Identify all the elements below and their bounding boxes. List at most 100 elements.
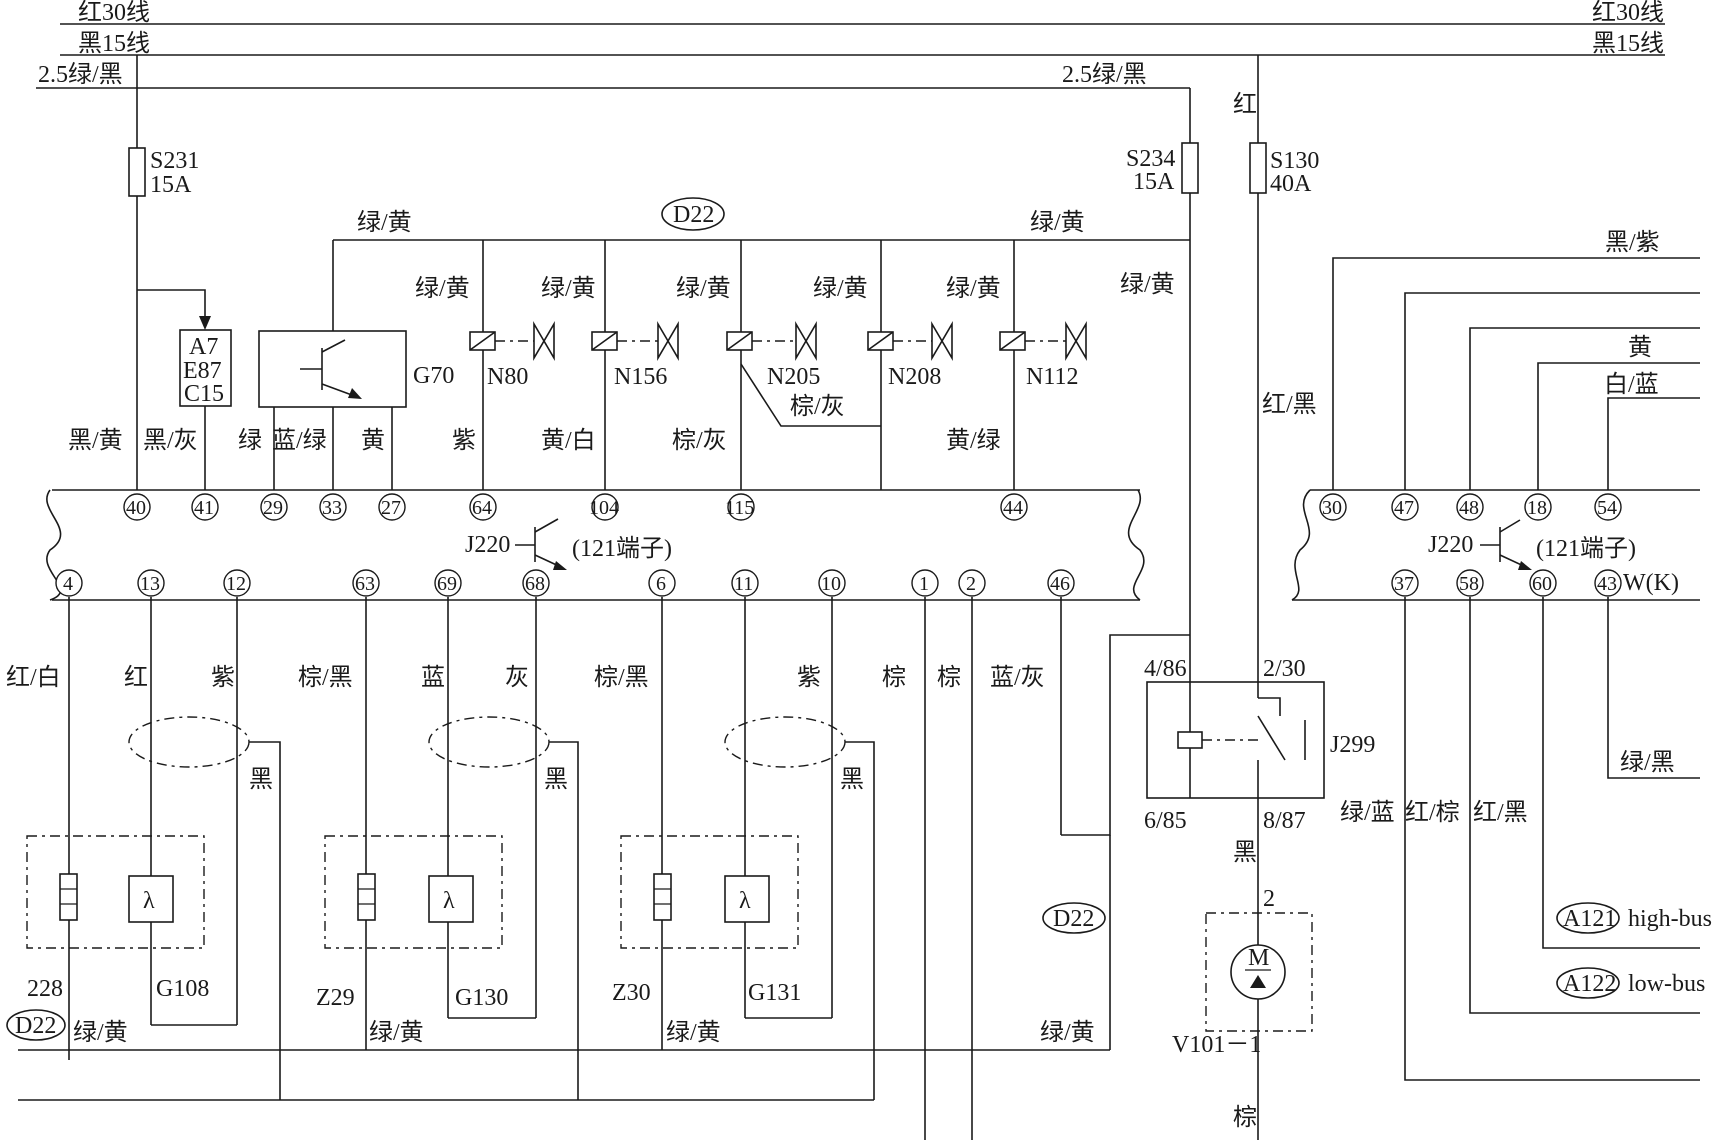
- pin-label: 43: [1597, 573, 1617, 595]
- wire-label-gray: 灰: [505, 664, 529, 691]
- wire-label-2-5-green-black-right: 2.5绿/黑: [1062, 61, 1147, 88]
- wire-label-brown: 棕: [1233, 1104, 1257, 1131]
- bus-black15-right: 黑15线: [1592, 30, 1664, 57]
- pins-bottom: 4 13 12 63 69 68 6 11 10 1 2 46: [55, 569, 1075, 597]
- wire-label-yellow: 黄: [361, 427, 385, 454]
- g130-label: G130: [455, 985, 508, 1011]
- wire-label-red-black: 红/黑: [1262, 391, 1317, 418]
- g131-label: G131: [748, 980, 801, 1006]
- wire-label-red-white: 红/白: [6, 664, 61, 691]
- wire-label-blue-green: 蓝/绿: [272, 427, 327, 454]
- g70-sensor: G70: [258, 240, 454, 490]
- pin-label: 6: [656, 573, 666, 595]
- pin-label: 27: [381, 497, 401, 519]
- j220-label: J220: [1428, 532, 1473, 558]
- pins-right-top: 30 47 48 18 54: [1319, 493, 1622, 521]
- relay-pin-6-85: 6/85: [1144, 808, 1187, 834]
- pin-label: 64: [472, 497, 492, 519]
- pin-label: 40: [126, 497, 146, 519]
- pin-label: 2: [966, 573, 976, 595]
- pin-label: 41: [194, 497, 214, 519]
- pin-label: 104: [589, 497, 619, 519]
- pin-label: 37: [1394, 573, 1414, 595]
- wk-label: W(K): [1623, 570, 1679, 596]
- pin-label: 69: [437, 573, 457, 595]
- pin-label: 29: [263, 497, 283, 519]
- pins-right-bottom: 37 58 60 43: [1391, 569, 1622, 597]
- wire-label-red-black: 红/黑: [1473, 799, 1528, 826]
- connector-d22: D22: [1053, 906, 1094, 932]
- n156-label: N156: [614, 364, 667, 390]
- wire-label-brown: 棕: [882, 664, 906, 691]
- bus-ref-a121: A121: [1563, 906, 1616, 932]
- j299-label: J299: [1330, 732, 1375, 758]
- supply-rails: 红30线 红30线 黑15线 黑15线 2.5绿/黑 2.5绿/黑: [36, 0, 1665, 89]
- pin-label: 44: [1003, 497, 1023, 519]
- fuse-s130-rating: 40A: [1270, 171, 1312, 197]
- g108-label: G108: [156, 976, 209, 1002]
- wire-label-green-yellow: 绿/黄: [813, 275, 868, 302]
- wire-label-brown: 棕: [937, 664, 961, 691]
- n80-label: N80: [487, 364, 528, 390]
- pin-label: 11: [734, 573, 753, 595]
- wire-label-white-blue: 白/蓝: [1604, 371, 1659, 398]
- z29-label: Z29: [316, 985, 355, 1011]
- bus-label-high: high-bus: [1628, 906, 1712, 932]
- wire-label-2-5-green-black-left: 2.5绿/黑: [38, 61, 123, 88]
- ground-busses: 棕 棕 蓝/灰 D22 绿/黄: [18, 597, 1190, 1140]
- pin-label: 58: [1459, 573, 1479, 595]
- v101-label: V101－1: [1172, 1032, 1261, 1058]
- wire-label-brown-black: 棕/黑: [298, 664, 353, 691]
- fuse-s231-name: S231: [150, 148, 199, 174]
- bus-label-low: low-bus: [1628, 971, 1705, 997]
- connector-d22: D22: [673, 202, 714, 228]
- lambda-symbol: λ: [739, 888, 751, 914]
- fuse-s234: [1181, 142, 1199, 194]
- wire-label-black: 黑: [1233, 840, 1257, 866]
- lambda-symbol: λ: [143, 888, 155, 914]
- relay-pin-2-30: 2/30: [1263, 656, 1306, 682]
- pins-top: 40 41 29 33 27 64 104 115 44: [123, 493, 1028, 521]
- wire-label-green-yellow: 绿/黄: [1030, 209, 1085, 236]
- bus-black15-left: 黑15线: [78, 30, 150, 57]
- fuse-s234-name: S234: [1126, 146, 1175, 172]
- wire-label-green-yellow: 绿/黄: [676, 275, 731, 302]
- wire-label-green-yellow: 绿/黄: [369, 1019, 424, 1046]
- wire-labels-upper-left: 黑/黄 黑/灰 绿 蓝/绿 黄: [68, 427, 385, 454]
- wire-label-yellow: 黄: [1628, 334, 1652, 361]
- wire-label-green: 绿: [238, 427, 262, 454]
- module-c15: C15: [184, 381, 224, 407]
- fuse-s231-rating: 15A: [150, 172, 192, 198]
- wire-label-green-yellow: 绿/黄: [73, 1019, 128, 1046]
- g70-label: G70: [413, 363, 454, 389]
- wire-label-black: 黑: [249, 767, 273, 793]
- pin-label: 60: [1532, 573, 1552, 595]
- ground-228: 228: [27, 976, 63, 1002]
- wire-label-purple: 紫: [211, 664, 235, 691]
- wire-label-purple: 紫: [452, 427, 476, 454]
- sensor-group-g131: λ 棕/黑 紫 黑 Z30 G131 绿/黄: [594, 597, 875, 1100]
- wire-label-yellow-green: 黄/绿: [946, 427, 1001, 454]
- wire-label-green-yellow: 绿/黄: [357, 209, 412, 236]
- fuse-s234-rating: 15A: [1133, 169, 1175, 195]
- pin-label: 68: [525, 573, 545, 595]
- sensor-group-g130: λ 棕/黑 蓝 灰 黑 Z29 G130 绿/黄: [298, 597, 579, 1100]
- wire-label-yellow-white: 黄/白: [541, 427, 596, 454]
- arrow-head: [199, 316, 211, 330]
- n205-label: N205: [767, 364, 820, 390]
- bus-red30-right: 红30线: [1592, 0, 1664, 26]
- pin-label: 12: [226, 573, 246, 595]
- wire-label-green-black: 绿/黑: [1620, 749, 1675, 776]
- bus-red30-left: 红30线: [78, 0, 150, 26]
- wire-label-green-yellow: 绿/黄: [415, 275, 470, 302]
- fuse-s231: [128, 147, 146, 197]
- pump-v101: 2 M V101－1 棕: [1172, 886, 1313, 1131]
- n208-label: N208: [888, 364, 941, 390]
- wire-label-red-brown: 红/棕: [1405, 799, 1460, 826]
- wire-label-green-yellow: 绿/黄: [946, 275, 1001, 302]
- wire-label-green-yellow: 绿/黄: [541, 275, 596, 302]
- relay-j299: J299 4/86 2/30 6/85 8/87 黑: [1144, 635, 1375, 866]
- solenoid-branch: 绿/黄 绿/黄 D22 N80 绿/黄 紫 N156 绿/黄 黄/白 N205 …: [333, 197, 1190, 490]
- wire-label-green-yellow: 绿/黄: [1120, 271, 1175, 298]
- module-a7: A7: [189, 334, 218, 360]
